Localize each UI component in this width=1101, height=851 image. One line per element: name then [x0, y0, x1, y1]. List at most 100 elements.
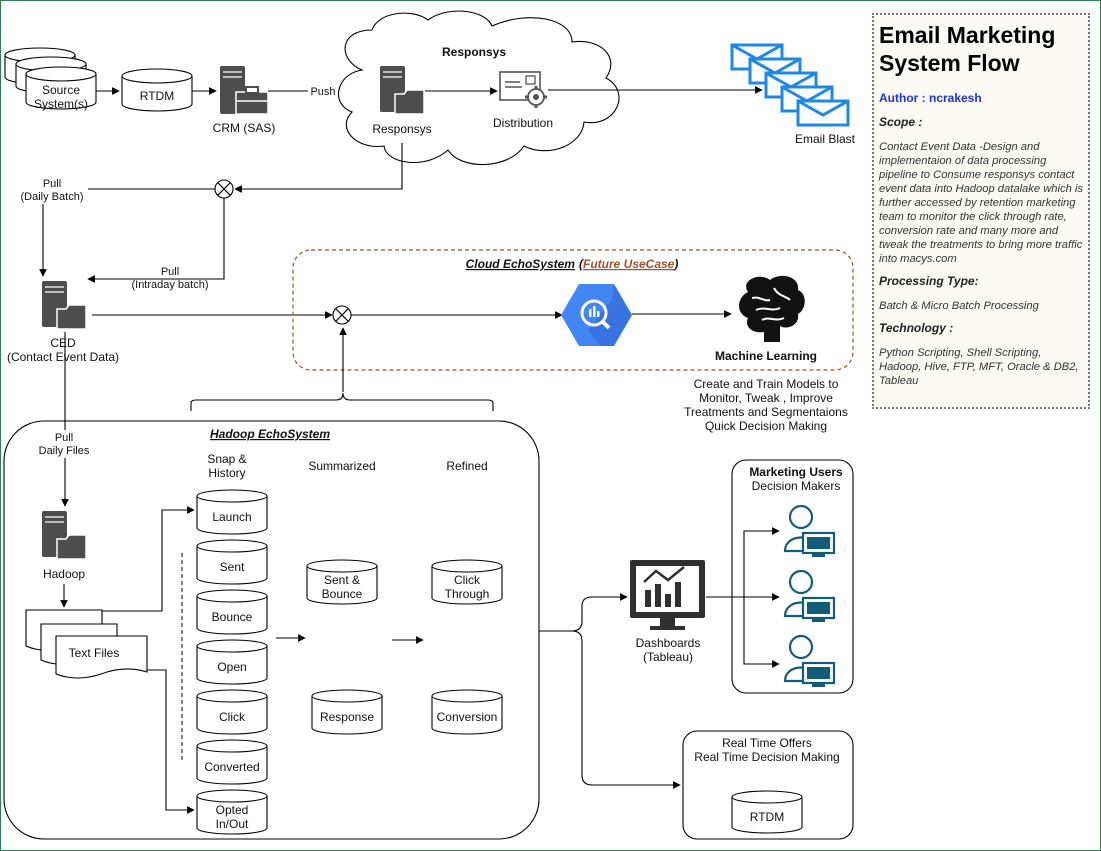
ced-server-icon — [41, 280, 87, 330]
user-2-icon — [783, 569, 836, 624]
marketing-users-title: Marketing Users — [749, 465, 843, 479]
refined-click-label-1: Click — [454, 573, 481, 587]
click-through-db-icon — [431, 559, 503, 605]
ml-desc-1: Create and Train Models to — [694, 377, 839, 391]
col-refined-label: Refined — [446, 459, 487, 473]
ml-desc-3: Treatments and Segmentaions — [684, 405, 848, 419]
dashboard-label-2: (Tableau) — [643, 650, 693, 664]
arrow-hadoop-realtime — [571, 630, 681, 789]
launch-db-icon — [196, 489, 268, 535]
ml-label: Machine Learning — [715, 349, 817, 363]
pull-files-bg — [34, 430, 96, 458]
source-systems-db-icon — [4, 47, 97, 110]
source-systems-label-1: Source — [42, 83, 80, 97]
arrow-files-opted — [147, 669, 195, 814]
text-files-icon — [25, 609, 148, 679]
pull-intraday-label-1: Pull — [161, 266, 179, 278]
pull-intraday-label-2: (Intraday batch) — [131, 279, 208, 291]
opted-db-icon — [196, 789, 268, 835]
open-db-icon — [196, 639, 268, 685]
responsys-cloud — [338, 10, 620, 166]
distribution-icon — [499, 71, 547, 108]
snap-sent-label: Sent — [220, 560, 245, 574]
summ-response-label: Response — [320, 710, 374, 724]
crm-label: CRM (SAS) — [213, 121, 276, 135]
cloud-eco-title-group: Cloud EchoSystem(Future UseCase) — [466, 257, 679, 271]
summ-sent-bounce-label-2: Bounce — [322, 587, 363, 601]
future-usecase-link[interactable]: Future UseCase — [583, 257, 675, 271]
snap-opted-label-2: In/Out — [216, 817, 249, 831]
hadoop-eco-title: Hadoop EchoSystem — [210, 427, 330, 441]
pull-daily-label-1: Pull — [43, 178, 61, 190]
junction-top-icon — [214, 179, 234, 199]
junction-cloud-icon — [332, 305, 352, 325]
user-3-icon — [783, 634, 836, 689]
panel-processing-text: Batch & Micro Batch Processing — [879, 300, 1039, 312]
snap-converted-label: Converted — [204, 760, 259, 774]
sent-bounce-db-icon — [306, 559, 378, 605]
marketing-users-subtitle: Decision Makers — [752, 479, 841, 493]
panel-processing-heading: Processing Type: — [879, 274, 979, 288]
panel-title-line-1: Email Marketing — [879, 22, 1056, 48]
email-blast-icon — [730, 43, 850, 127]
arrow-responsys-junction — [234, 143, 403, 193]
bigquery-icon — [561, 284, 632, 346]
cloud-eco-paren-open: ( — [579, 257, 585, 271]
click-db-icon — [196, 689, 268, 735]
marketing-users-box — [731, 459, 854, 694]
panel-technology-heading: Technology : — [879, 321, 954, 335]
rtdm-rto-db-icon — [731, 790, 803, 834]
info-panel: Email Marketing System Flow Author : ncr… — [872, 13, 1090, 409]
dashboard-monitor-icon — [630, 560, 705, 630]
conversion-db-icon — [431, 689, 503, 735]
hadoop-echosystem-box — [3, 420, 540, 840]
hadoop-server-icon — [41, 510, 87, 560]
arrow-hadoop-dashboards — [539, 593, 628, 632]
arrow-user-3 — [743, 597, 780, 668]
ced-label-2: (Contact Event Data) — [7, 350, 119, 364]
pull-files-label-1: Pull — [55, 432, 73, 444]
snap-launch-label: Launch — [212, 510, 251, 524]
arrow-files-launch — [102, 506, 195, 612]
push-label-bg — [308, 84, 338, 98]
panel-title: Email Marketing System Flow — [879, 21, 1084, 77]
panel-scope-heading: Scope : — [879, 115, 923, 129]
real-time-offers-box — [682, 730, 854, 840]
brain-icon — [739, 275, 805, 342]
panel-title-line-2: System Flow — [879, 50, 1020, 76]
distribution-label: Distribution — [493, 116, 553, 130]
sent-db-icon — [196, 539, 268, 585]
arrow-pull-intraday — [87, 198, 225, 283]
hadoop-label: Hadoop — [43, 567, 85, 581]
snap-bounce-label: Bounce — [212, 610, 253, 624]
rto-label-2: Real Time Decision Making — [694, 750, 839, 764]
col-snap-label-1: Snap & — [207, 452, 246, 466]
ml-desc-2: Monitor, Tweak , Improve — [699, 391, 833, 405]
snap-open-label: Open — [217, 660, 246, 674]
pull-daily-label-2: (Daily Batch) — [21, 191, 84, 203]
snap-opted-label-1: Opted — [216, 803, 249, 817]
ml-desc-4: Quick Decision Making — [705, 419, 827, 433]
text-files-label: Text Files — [69, 646, 120, 660]
summ-sent-bounce-label-1: Sent & — [324, 573, 360, 587]
response-db-icon — [311, 689, 383, 735]
col-snap-label-2: History — [208, 466, 245, 480]
refined-click-label-2: Through — [445, 587, 490, 601]
ced-label-1: CED — [50, 336, 76, 350]
cloud-eco-paren-close: ) — [672, 257, 678, 271]
push-label: Push — [310, 86, 335, 98]
panel-author: Author : ncrakesh — [879, 91, 982, 105]
refined-conversion-label: Conversion — [437, 710, 498, 724]
rto-rtdm-label: RTDM — [750, 810, 784, 824]
rtdm-label: RTDM — [140, 89, 174, 103]
rto-label-1: Real Time Offers — [722, 736, 812, 750]
panel-scope-text: Contact Event Data -Design and implement… — [879, 141, 1083, 265]
email-blast-label: Email Blast — [795, 132, 856, 146]
bounce-db-icon — [196, 589, 268, 635]
snap-click-label: Click — [219, 710, 246, 724]
user-1-icon — [783, 504, 836, 559]
cloud-echosystem-box — [292, 249, 854, 371]
cloud-title: Responsys — [442, 45, 506, 59]
source-systems-label-2: System(s) — [34, 97, 88, 111]
converted-db-icon — [196, 739, 268, 785]
